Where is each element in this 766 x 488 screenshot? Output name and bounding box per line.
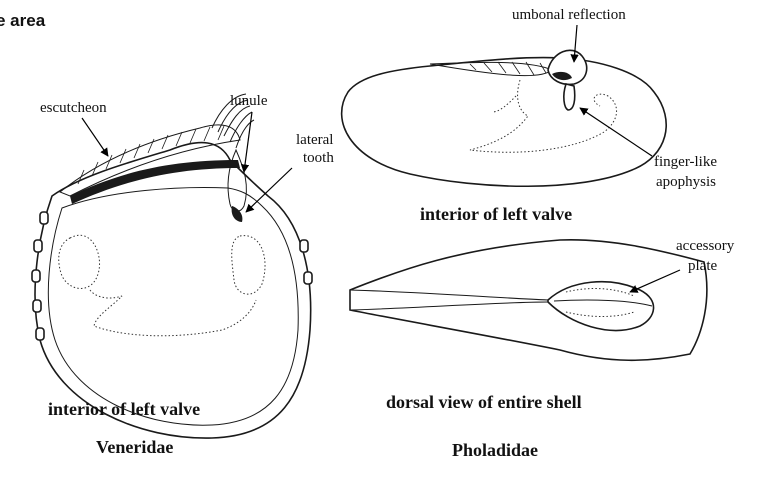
lateral-tooth-label-line2: tooth <box>303 150 334 166</box>
veneridae-caption: interior of left valve <box>48 399 200 419</box>
finger-like-label-line2: apophysis <box>656 174 716 190</box>
veneridae-outer-outline <box>35 143 311 439</box>
veneridae-family-name: Veneridae <box>96 437 173 457</box>
pholadidae-interior-drawing <box>342 50 667 186</box>
accessory-plate-label-line1: accessory <box>676 238 735 254</box>
pholadidae-apophysis <box>564 84 575 110</box>
accessory-plate-label-line2: plate <box>688 258 717 274</box>
lunule-pointer <box>244 112 252 172</box>
escutcheon-pointer <box>82 118 108 156</box>
pholadidae-dorsal-caption: dorsal view of entire shell <box>386 392 582 412</box>
pholadidae-interior-caption: interior of left valve <box>420 204 572 224</box>
escutcheon-label: escutcheon <box>40 100 107 116</box>
pholadidae-interior-outline <box>342 58 667 187</box>
veneridae-shell-drawing <box>32 94 312 438</box>
pholadidae-dorsal-outer-outline <box>350 240 707 360</box>
umbonal-reflection-label: umbonal reflection <box>512 7 626 23</box>
finger-like-label-line1: finger-like <box>654 154 717 170</box>
pholadidae-family-name: Pholadidae <box>452 440 538 460</box>
pholadidae-dorsal-drawing <box>350 240 707 360</box>
lunule-label: lunule <box>230 93 268 109</box>
partial-header: e area <box>0 11 46 30</box>
lateral-tooth-label-line1: lateral <box>296 132 333 148</box>
